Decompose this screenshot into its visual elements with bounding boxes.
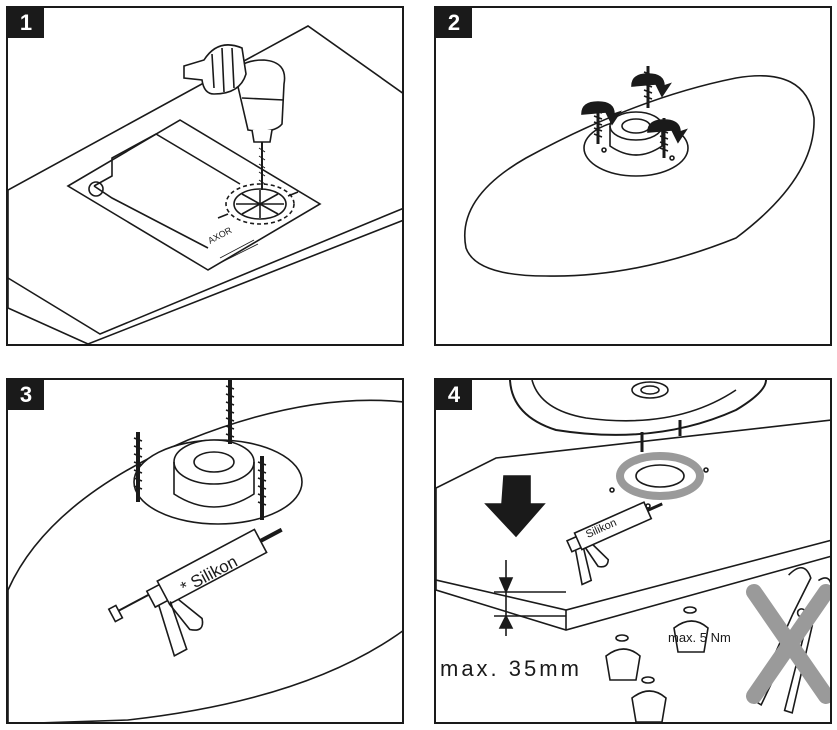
thickness-dimension (494, 560, 566, 636)
fixing-clamp (605, 634, 641, 681)
caulking-gun (107, 527, 283, 658)
cut-circle (225, 183, 295, 225)
rotation-arrow (631, 73, 672, 98)
step-number-badge: 1 (8, 8, 44, 38)
rotation-arrow (581, 101, 622, 126)
fixing-clamp (631, 676, 667, 722)
bolt-insertion-illustration (464, 66, 815, 277)
sealant-ring (616, 452, 704, 500)
threaded-bolt (225, 380, 235, 444)
threaded-bolt (133, 432, 143, 502)
step-number-badge: 4 (436, 380, 472, 410)
template-mark-small (88, 181, 104, 197)
hand (183, 44, 247, 95)
sealant-application-illustration: * Silikon (8, 380, 402, 722)
drilling-illustration: AXOR (8, 25, 402, 344)
step-1-panel: 1 (6, 6, 404, 346)
step-4-panel: 4 max. 35mm max. 5 Nm (434, 378, 832, 724)
down-arrow (484, 475, 546, 538)
fixing-clamp (673, 606, 709, 653)
basin-fixing-illustration: Silikon (436, 380, 830, 722)
caulking-gun (565, 501, 663, 586)
step-number-badge: 2 (436, 8, 472, 38)
step-2-panel: 2 (434, 6, 832, 346)
basin (509, 380, 767, 436)
rotation-arrow (647, 119, 688, 144)
threaded-bolt (257, 456, 267, 520)
max-thickness-label: max. 35mm (440, 656, 582, 681)
step-number-badge: 3 (8, 380, 44, 410)
step-3-panel: 3 (6, 378, 404, 724)
max-torque-label: max. 5 Nm (668, 630, 731, 645)
prohibition-x-icon (746, 584, 830, 704)
